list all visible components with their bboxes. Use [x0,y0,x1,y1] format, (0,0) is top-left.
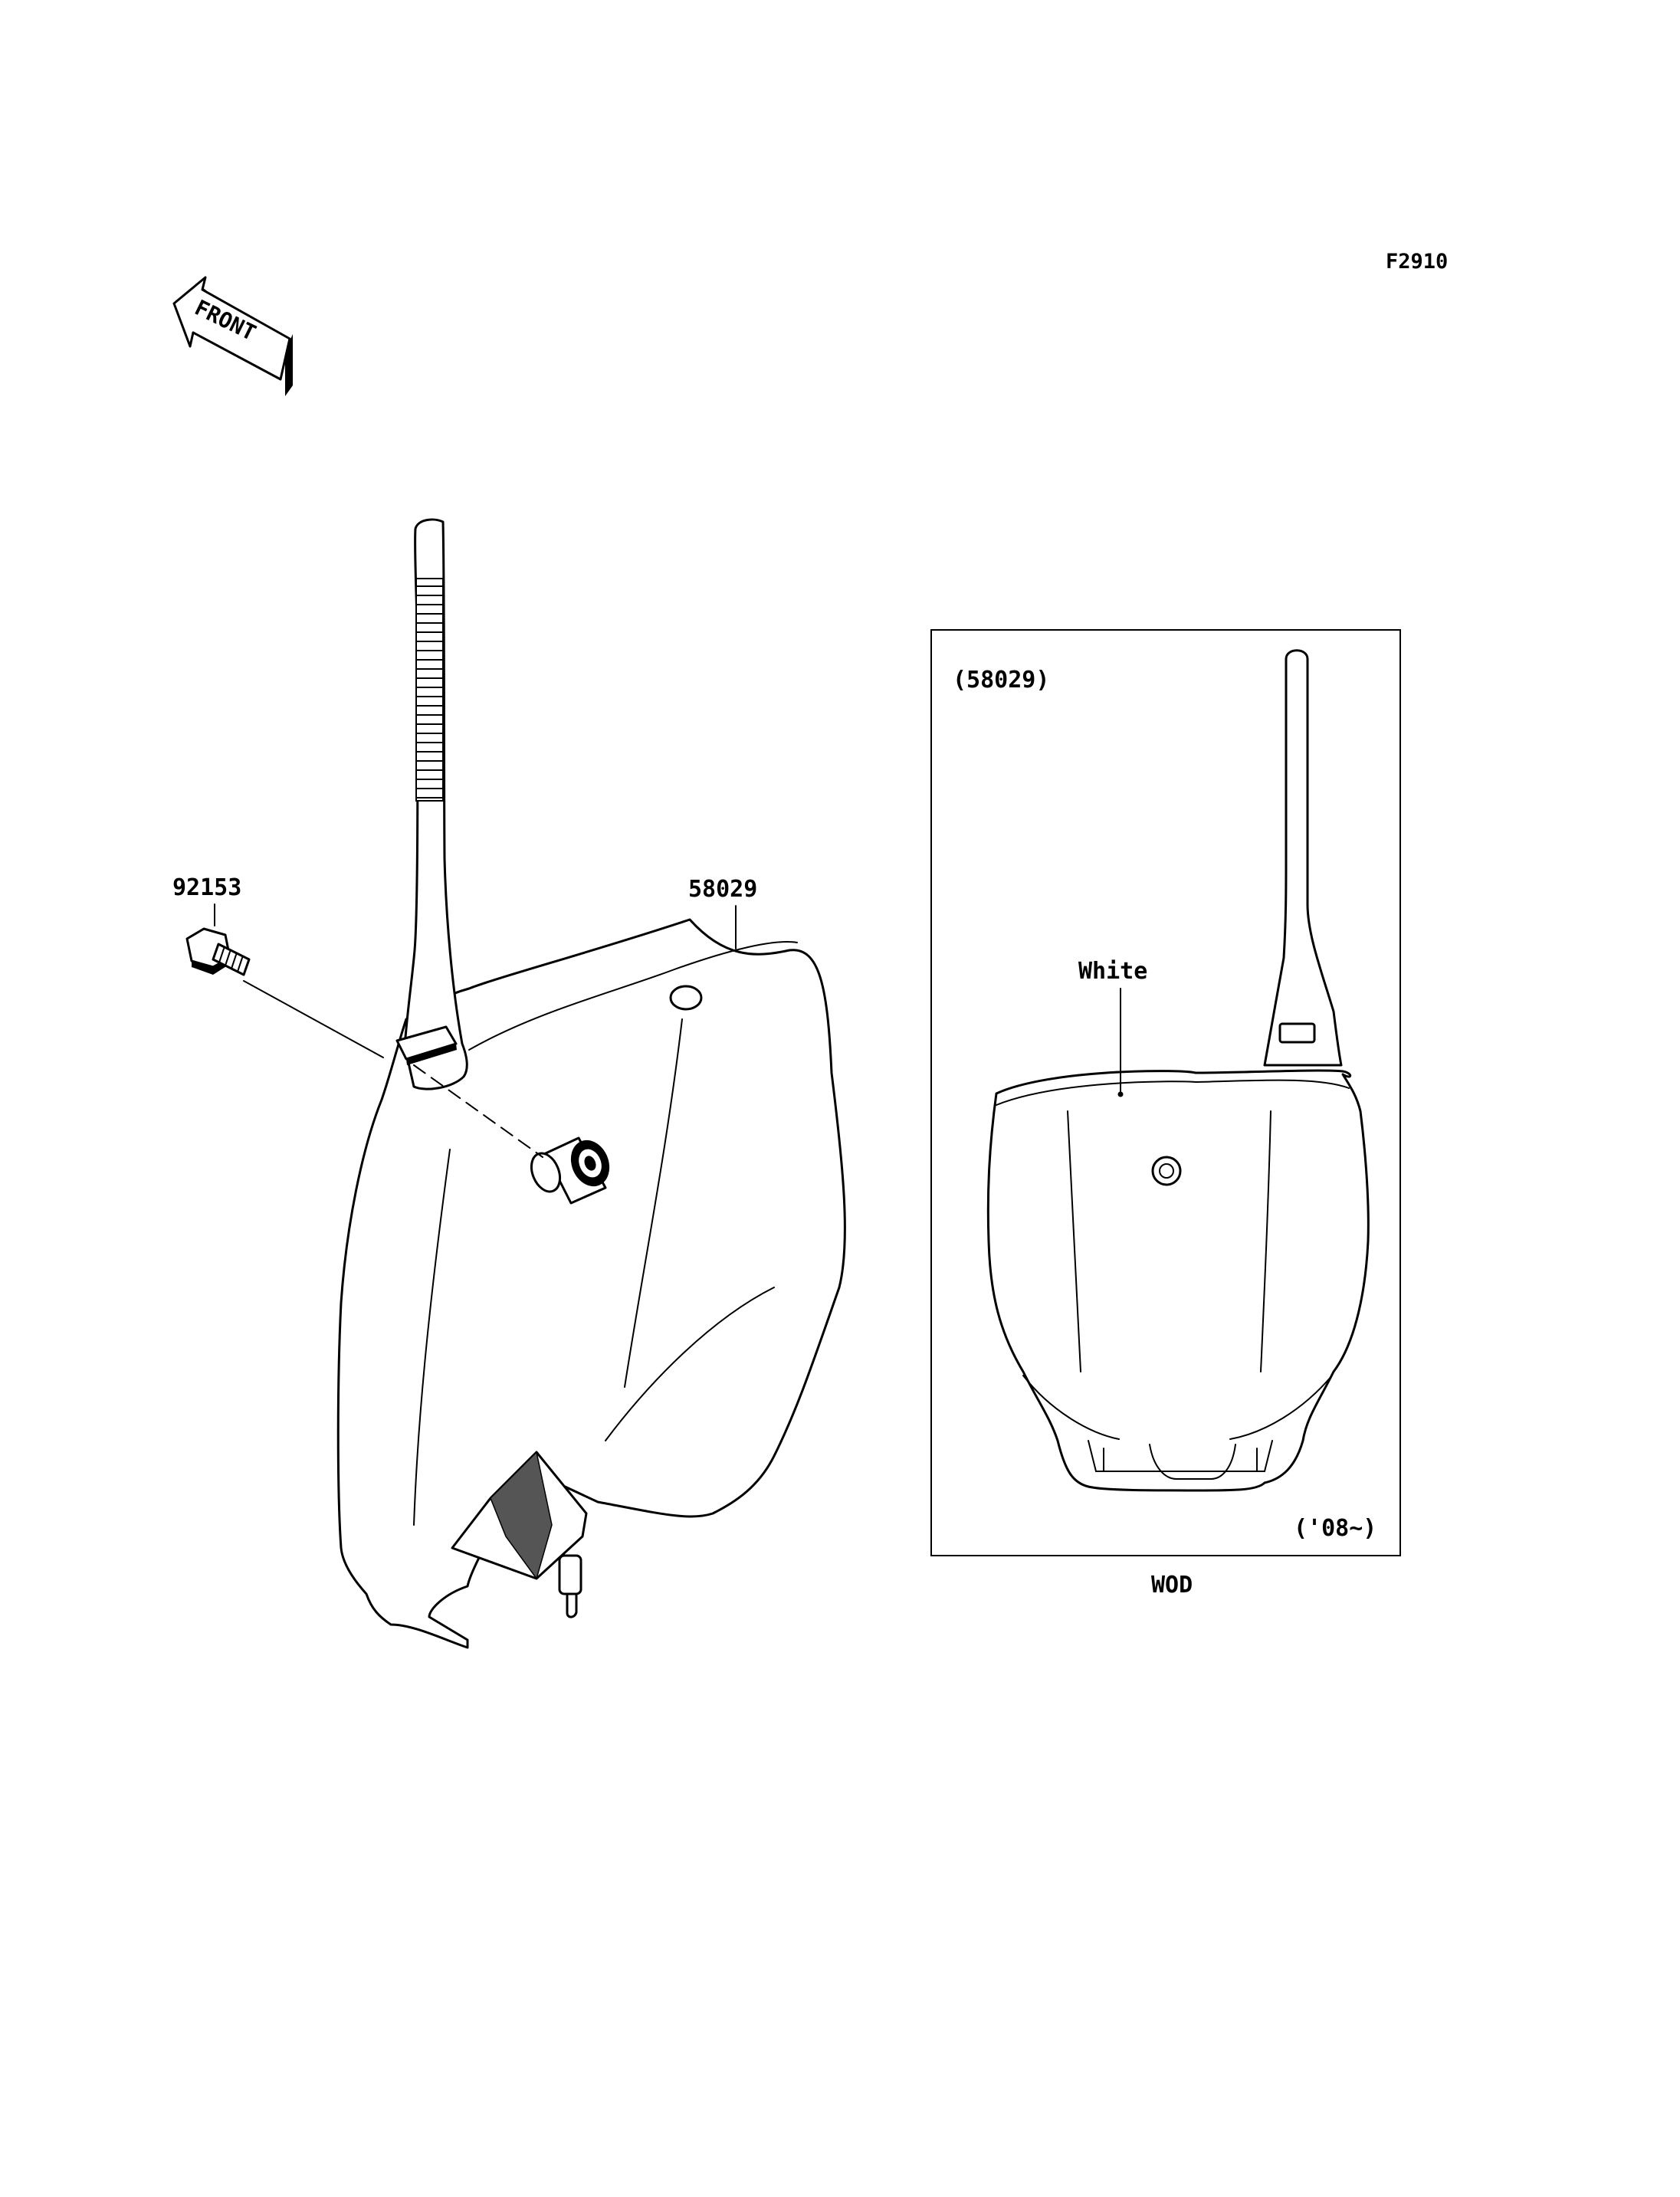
inset-plate-body [986,1069,1370,1492]
mounting-slot [395,1025,458,1065]
number-plate-exploded [336,518,846,1649]
inset-color-label: White [1078,958,1147,985]
callout-bolt-92153: 92153 [172,874,241,901]
callout-plate-58029: 58029 [688,876,757,903]
inset-frame [930,629,1401,1556]
collar-dashed-line [413,1064,543,1158]
bolt-92153 [185,927,251,976]
figure-code: F2910 [1386,250,1448,274]
inset-model-years: ('08~) [1294,1515,1376,1542]
inset-caption: WOD [1151,1572,1193,1599]
inset-plate-stay [1263,649,1343,1067]
inset-panel: (58029) White ('08~) [930,629,1401,1556]
stay-grip-ribs [415,578,444,802]
bolt-install-line [243,980,384,1058]
inset-part-ref: (58029) [953,667,1049,694]
front-arrow-icon: FRONT [172,276,293,396]
plate-mount-hole [669,985,703,1011]
lower-tab [451,1451,588,1618]
